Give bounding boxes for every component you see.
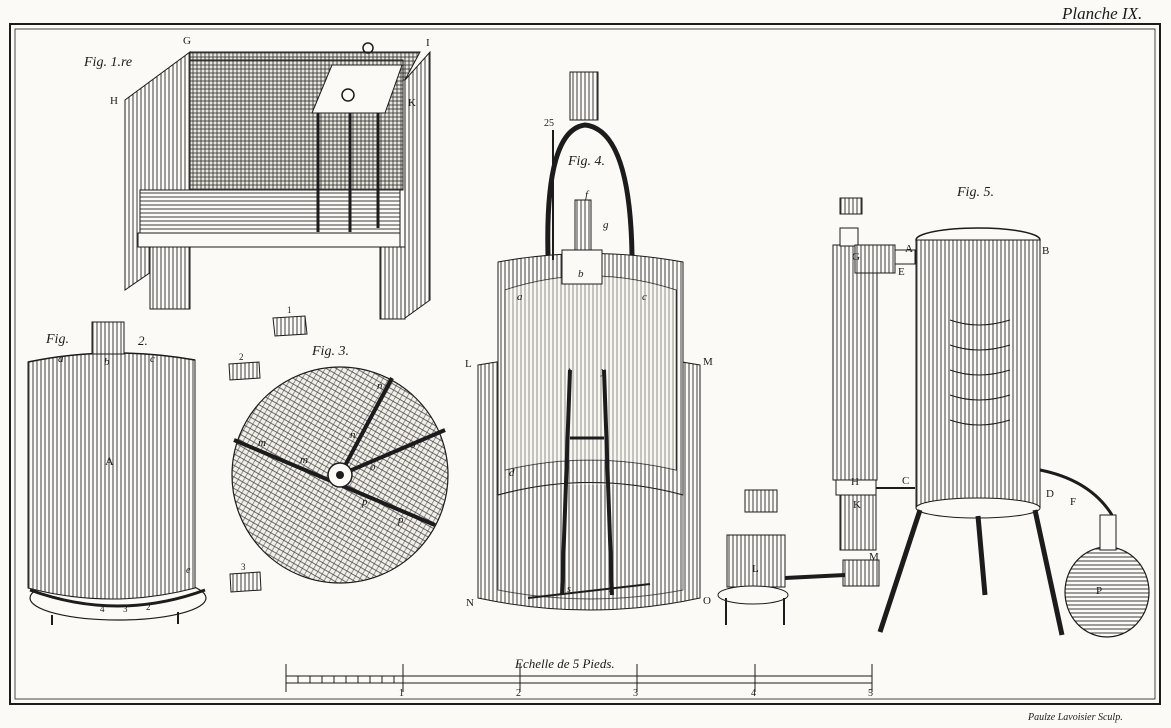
fig4-letter-a: a	[517, 291, 523, 303]
fig3-letter-m2: m	[300, 454, 308, 466]
fig3-caption: Fig. 3.	[311, 344, 349, 359]
scale-tick-1: 1	[399, 688, 404, 699]
fig4-letter-t: t	[568, 366, 571, 377]
fig1-letter-K: K	[408, 97, 416, 109]
engraver-signature: Paulze Lavoisier Sculp.	[1027, 712, 1123, 723]
fig1-shelf	[311, 64, 403, 114]
scale-tick-5: 5	[868, 688, 873, 699]
scale-tick-4: 4	[751, 688, 756, 699]
fig2-letter-a: a	[58, 353, 64, 365]
svg-text:3: 3	[241, 562, 246, 572]
fig4-apparatus: Fig. 4. 25 f g b a c L M d t y N O s x	[465, 71, 713, 611]
fig3-block-2: 2	[228, 352, 261, 381]
fig2-caption: Fig.	[45, 332, 69, 347]
fig5-letter-C: C	[902, 475, 909, 487]
fig1-floor	[139, 189, 401, 236]
fig5-letter-G: G	[852, 251, 860, 263]
fig3-block-3: 3	[229, 562, 262, 593]
scale-title: Echelle de 5 Pieds.	[514, 656, 615, 671]
fig3-letter-p1: p	[361, 496, 368, 508]
fig3-letter-o1: o	[410, 439, 416, 451]
fig2-caption-number: 2.	[138, 333, 148, 348]
fig5-letter-D: D	[1046, 488, 1054, 500]
fig4-letter-L: L	[465, 358, 472, 370]
fig4-letter-f: f	[585, 189, 590, 201]
fig5-letter-K: K	[853, 499, 861, 511]
fig5-letter-P: P	[1096, 585, 1102, 597]
fig5-letter-A: A	[905, 243, 913, 255]
fig3-letter-o2: o	[370, 461, 376, 473]
fig4-letter-O: O	[703, 595, 711, 607]
fig2-apparatus: Fig. 2. a b c A e 4 3 2	[27, 321, 207, 625]
fig4-number-25: 25	[544, 118, 554, 129]
fig2-letter-c: c	[150, 353, 155, 365]
fig2-letter-b: b	[104, 356, 110, 368]
fig4-letter-M: M	[703, 356, 713, 368]
fig4-letter-s: s	[567, 584, 571, 595]
fig5-letter-M: M	[869, 551, 879, 563]
svg-text:1: 1	[287, 305, 292, 315]
fig1-letter-H: H	[110, 95, 118, 107]
fig3-block-1: 1	[272, 305, 308, 337]
fig4-letter-g: g	[603, 219, 609, 231]
scale-tick-3: 3	[633, 688, 638, 699]
fig5-apparatus: Fig. 5. A B G E H C D F K M L P	[717, 185, 1150, 638]
fig5-letter-H: H	[851, 476, 859, 488]
fig3-apparatus: Fig. 3. m m n n o o p p 1 2 3	[228, 305, 449, 593]
fig1-right-leg	[379, 246, 406, 320]
fig1-letter-G: G	[183, 35, 191, 47]
fig1-right-wall	[404, 50, 431, 319]
plate-border-outer	[9, 23, 1161, 705]
fig2-letter-e: e	[186, 565, 191, 576]
fig3-letter-p2: p	[397, 514, 404, 526]
fig3-letter-n1: n	[377, 380, 383, 392]
plate-title: Planche IX.	[1061, 4, 1142, 23]
fig5-letter-F: F	[1070, 496, 1076, 508]
svg-text:2: 2	[239, 352, 244, 362]
fig2-letter-A: A	[105, 454, 114, 468]
fig4-letter-x: x	[608, 584, 614, 595]
fig1-left-leg	[149, 246, 191, 310]
fig2-base-number-4: 4	[100, 604, 105, 614]
scale-bar: Echelle de 5 Pieds. 1 2 3 4 5	[285, 656, 873, 699]
fig4-letter-d: d	[509, 467, 515, 479]
fig5-caption: Fig. 5.	[956, 185, 994, 200]
plate-border-inner	[14, 28, 1156, 700]
scale-tick-2: 2	[516, 688, 521, 699]
fig5-letter-E: E	[898, 266, 905, 278]
fig3-letter-n2: n	[350, 429, 356, 441]
fig1-apparatus: Fig. 1.re G I H K	[83, 35, 431, 320]
fig4-letter-b: b	[578, 268, 584, 280]
fig1-front-rail	[137, 232, 401, 248]
fig4-letter-c: c	[642, 291, 647, 303]
fig5-letter-B: B	[1042, 245, 1049, 257]
fig4-letter-y: y	[600, 366, 606, 377]
fig1-letter-I: I	[426, 37, 430, 49]
fig1-caption: Fig. 1.re	[83, 55, 132, 70]
fig4-caption: Fig. 4.	[567, 154, 605, 169]
fig2-base-number-2: 2	[146, 602, 151, 612]
fig4-letter-N: N	[466, 597, 474, 609]
fig5-letter-L: L	[752, 563, 759, 575]
fig3-letter-m1: m	[258, 437, 266, 449]
fig2-base-number-3: 3	[123, 604, 128, 614]
